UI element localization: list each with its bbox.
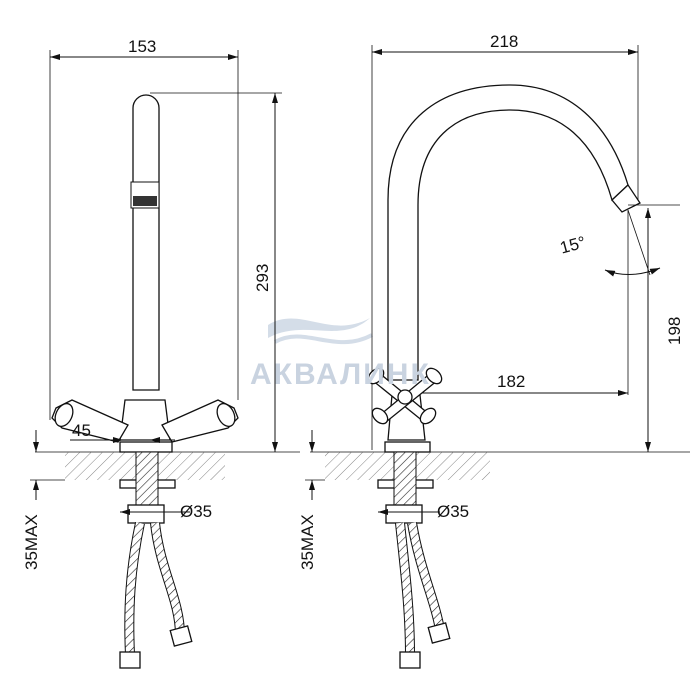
width-label: 153 — [128, 37, 156, 56]
spout-height-label: 198 — [665, 317, 684, 345]
watermark-text: АКВАЛИНК — [250, 358, 431, 391]
width-label: 218 — [490, 32, 518, 51]
counter-thickness-label: 35MAX — [298, 514, 317, 570]
spout — [132, 94, 160, 391]
hole-diameter-label: Ø35 — [180, 502, 212, 521]
watermark-logo — [268, 318, 373, 345]
counter-thickness-label: 35MAX — [22, 514, 41, 570]
angle-label: 15° — [558, 233, 588, 258]
hole-diameter-label: Ø35 — [437, 502, 469, 521]
left-faucet-view: 45 Ø35 35MAX 293 153 — [22, 37, 300, 669]
height-label: 293 — [253, 264, 272, 292]
cross-handle — [367, 367, 443, 425]
right-faucet-view: 218 15° 198 182 Ø35 — [298, 32, 690, 669]
handle-offset-label: 45 — [72, 421, 91, 440]
faucet-body — [119, 399, 171, 441]
reach-label: 182 — [497, 372, 525, 391]
gooseneck-spout — [387, 84, 629, 381]
